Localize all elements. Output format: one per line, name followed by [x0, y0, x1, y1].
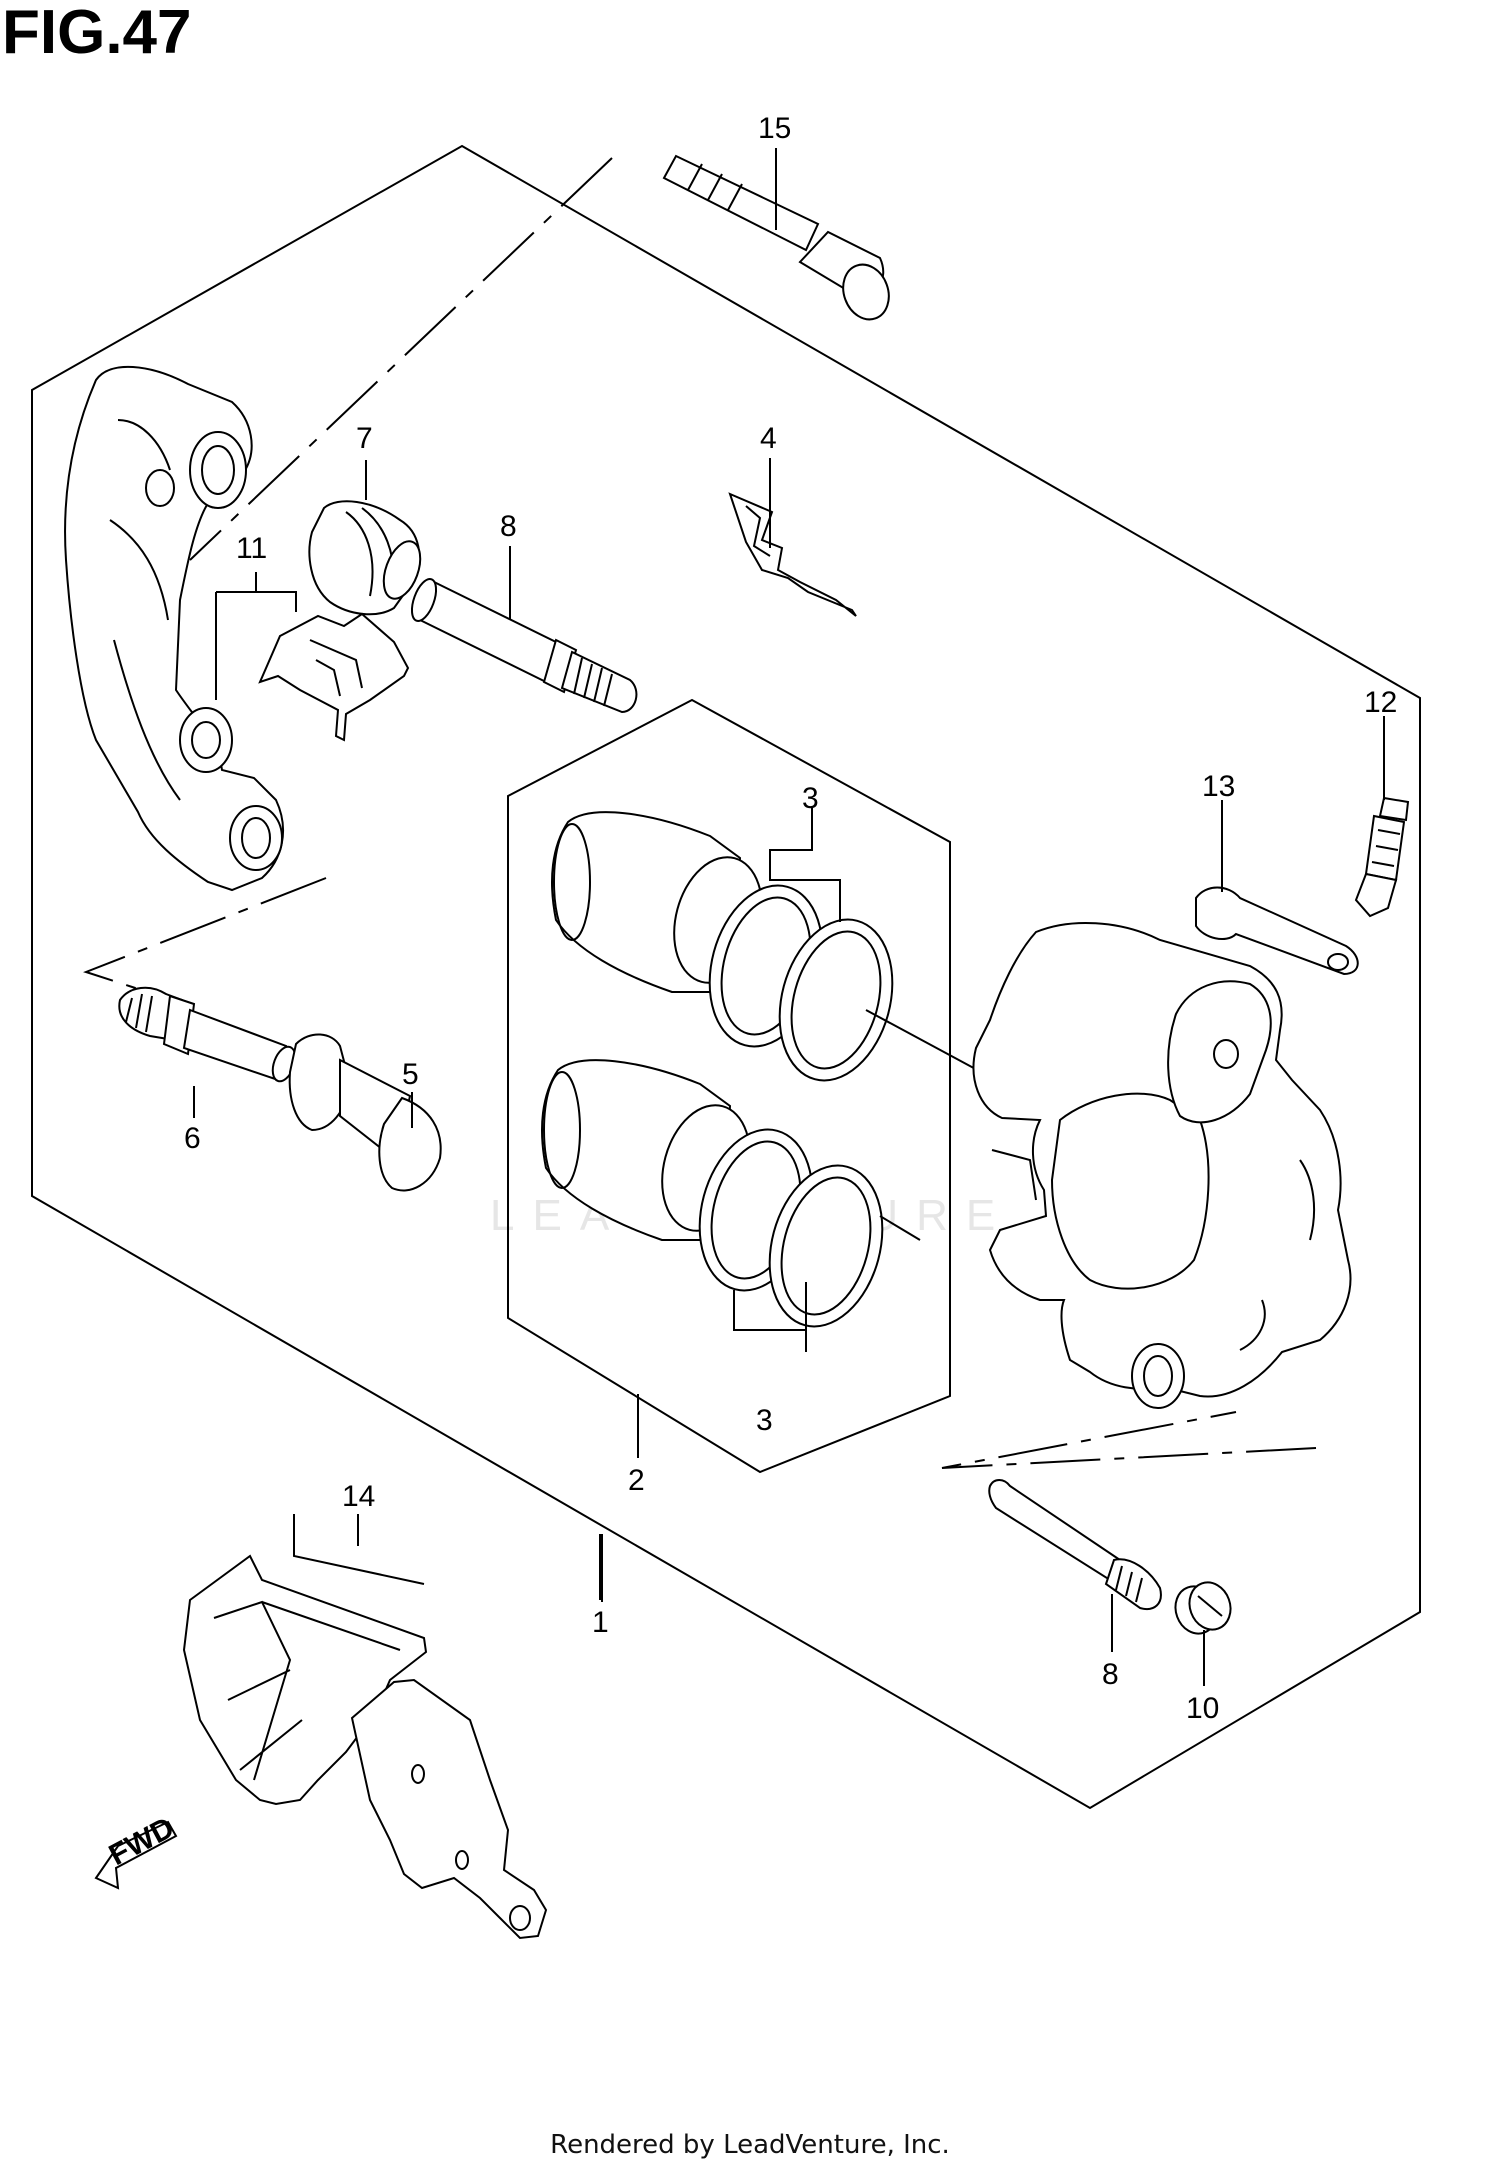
callout-8: 8 [500, 510, 517, 543]
alignment-line-upper [189, 157, 613, 561]
fwd-direction-badge: FWD [94, 1811, 180, 1890]
assembly-outline-1 [31, 144, 1421, 1810]
callout-14: 14 [342, 1480, 375, 1513]
pad-spring-part-11 [258, 612, 410, 742]
bolt-part-15 [662, 154, 890, 321]
callout-3-upper: 3 [802, 782, 819, 815]
callout-6: 6 [184, 1122, 201, 1155]
callout-4: 4 [760, 422, 777, 455]
callout-10: 10 [1186, 1692, 1219, 1725]
callout-7: 7 [356, 422, 373, 455]
caliper-body [972, 921, 1352, 1409]
slide-pin-part-6 [118, 986, 297, 1083]
spring-clip-part-4 [728, 492, 857, 617]
pin-part-9 [988, 1479, 1162, 1610]
piston-kit-outline-2 [507, 698, 951, 1474]
callout-13: 13 [1202, 770, 1235, 803]
seal-upper-outer [778, 918, 894, 1082]
alignment-line-left [83, 877, 327, 997]
seal-lower-outer [768, 1164, 884, 1328]
bleeder-screw-part-12 [1354, 796, 1410, 918]
figure-title: FIG.47 [2, 0, 192, 67]
fwd-label: FWD [104, 1811, 180, 1872]
callout-11: 11 [236, 532, 267, 565]
alignment-line-right [941, 1411, 1317, 1469]
callout-15: 15 [758, 112, 791, 145]
callout-5: 5 [402, 1058, 419, 1091]
bleeder-cap-part-13 [1195, 886, 1359, 976]
boot-part-7 [308, 500, 422, 616]
slide-pin-part-8 [410, 578, 638, 714]
caliper-bracket [64, 365, 284, 892]
callout-12: 12 [1364, 686, 1397, 719]
plug-part-10 [1174, 1581, 1232, 1635]
boot-part-5 [288, 1033, 442, 1192]
leader-lines [193, 148, 1385, 1686]
callout-1: 1 [592, 1606, 609, 1639]
callout-3-lower: 3 [756, 1404, 773, 1437]
piston-upper [551, 811, 763, 993]
callout-9: 8 [1102, 1658, 1119, 1691]
brake-pads-part-14 [182, 1554, 548, 1940]
footer-credit: Rendered by LeadVenture, Inc. [550, 2130, 950, 2160]
callout-2: 2 [628, 1464, 645, 1497]
